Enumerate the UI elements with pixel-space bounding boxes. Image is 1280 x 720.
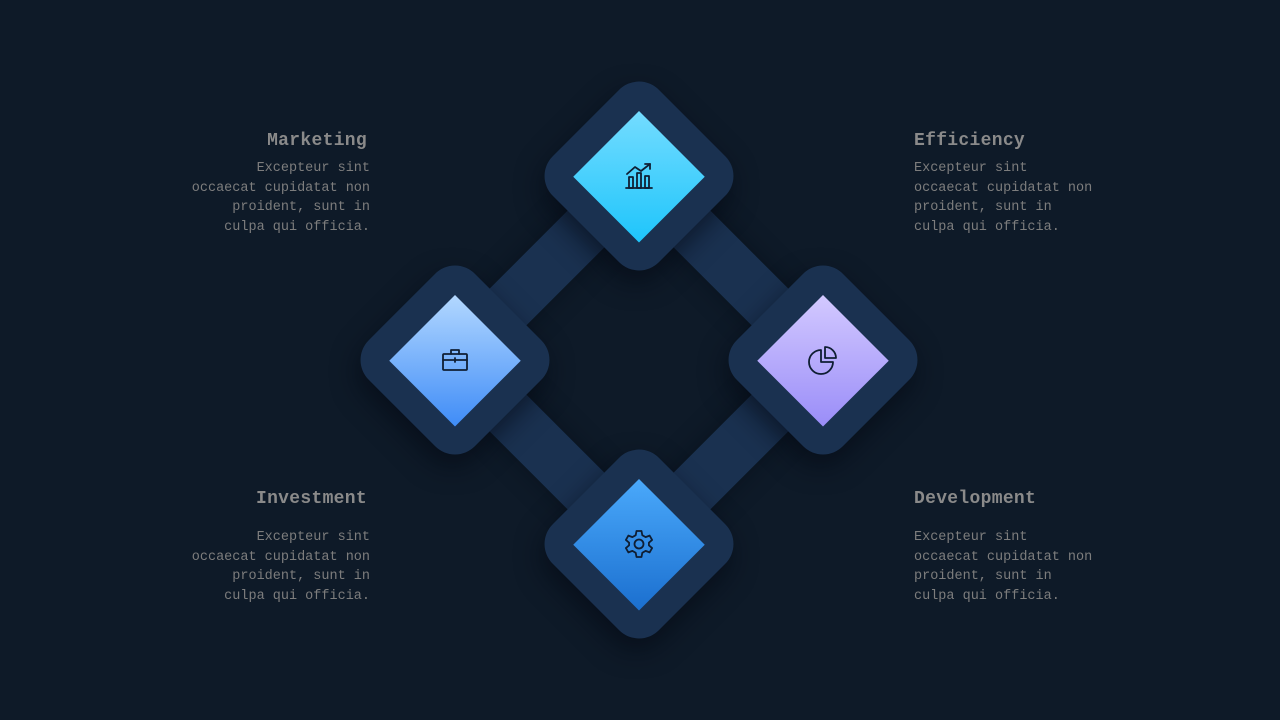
label-efficiency: Efficiency Excepteur sint occaecat cupid… [914,131,1114,237]
desc-line: occaecat cupidatat non [914,180,1093,196]
label-efficiency-title: Efficiency [914,131,1026,151]
desc-line: proident, sunt in [232,569,370,584]
tile-efficiency [757,294,889,426]
label-marketing-title: Marketing [267,131,367,151]
node-investment [348,253,562,467]
briefcase-icon [442,349,468,371]
node-development [532,437,746,651]
desc-line: proident, sunt in [914,200,1052,215]
tile-investment [389,294,521,426]
label-efficiency-desc: Excepteur sint occaecat cupidatat non pr… [914,159,1114,237]
chart-growth-icon [625,163,653,189]
desc-line: Excepteur sint [256,530,370,545]
label-marketing: Marketing Excepteur sint occaecat cupida… [170,131,370,237]
desc-line: occaecat cupidatat non [191,180,370,196]
label-investment-title: Investment [255,489,367,509]
label-investment-desc: Excepteur sint occaecat cupidatat non pr… [170,528,370,606]
label-development: Development Excepteur sint occaecat cupi… [914,489,1114,606]
gear-icon [625,530,653,558]
desc-line: Excepteur sint [256,161,370,176]
desc-line: occaecat cupidatat non [191,549,370,565]
desc-line: Excepteur sint [914,161,1028,176]
label-marketing-desc: Excepteur sint occaecat cupidatat non pr… [170,159,370,237]
label-investment: Investment Excepteur sint occaecat cupid… [170,489,370,606]
desc-line: culpa qui officia. [914,219,1060,235]
desc-line: culpa qui officia. [224,219,370,235]
desc-line: occaecat cupidatat non [914,549,1093,565]
desc-line: culpa qui officia. [914,588,1060,604]
node-efficiency [716,253,930,467]
desc-line: Excepteur sint [914,530,1028,545]
label-development-desc: Excepteur sint occaecat cupidatat non pr… [914,528,1114,606]
desc-line: culpa qui officia. [224,588,370,604]
label-development-title: Development [914,489,1037,509]
tile-marketing [573,110,705,242]
desc-line: proident, sunt in [232,200,370,215]
node-marketing [532,69,746,283]
tile-development [573,478,705,610]
desc-line: proident, sunt in [914,569,1052,584]
pie-chart-icon [808,346,837,375]
